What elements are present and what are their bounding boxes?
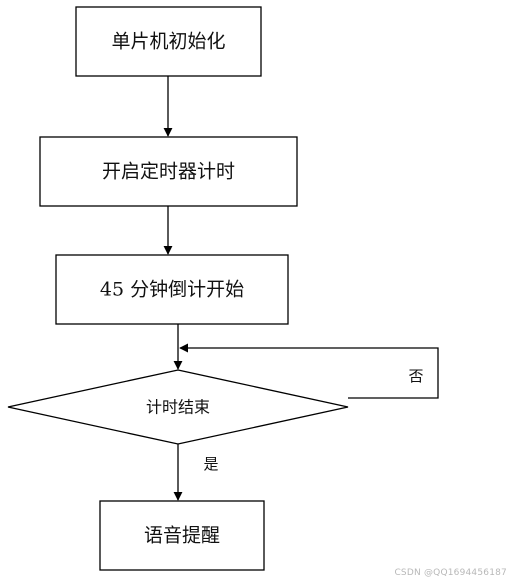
edge-yes-label: 是 [203,455,218,473]
node-init-box [75,6,262,77]
node-countdown-box [55,254,289,325]
node-init-label: 单片机初始化 [111,31,225,53]
watermark-text: CSDN @QQ1694456187 [394,568,507,578]
node-decision: 计时结束 [7,369,349,445]
node-timer-start-label: 开启定时器计时 [102,161,235,183]
node-decision-label: 计时结束 [146,398,210,417]
node-timer-start-box [39,136,298,207]
node-alert: 语音提醒 [99,500,265,571]
node-timer-start: 开启定时器计时 [39,136,298,207]
node-init: 单片机初始化 [75,6,262,77]
node-countdown-label: 45 分钟倒计开始 [100,279,244,301]
node-alert-label: 语音提醒 [144,525,220,547]
edge-no-loop [179,343,439,399]
node-alert-box [99,500,265,571]
node-countdown: 45 分钟倒计开始 [55,254,289,325]
edge-no-label: 否 [408,367,423,385]
